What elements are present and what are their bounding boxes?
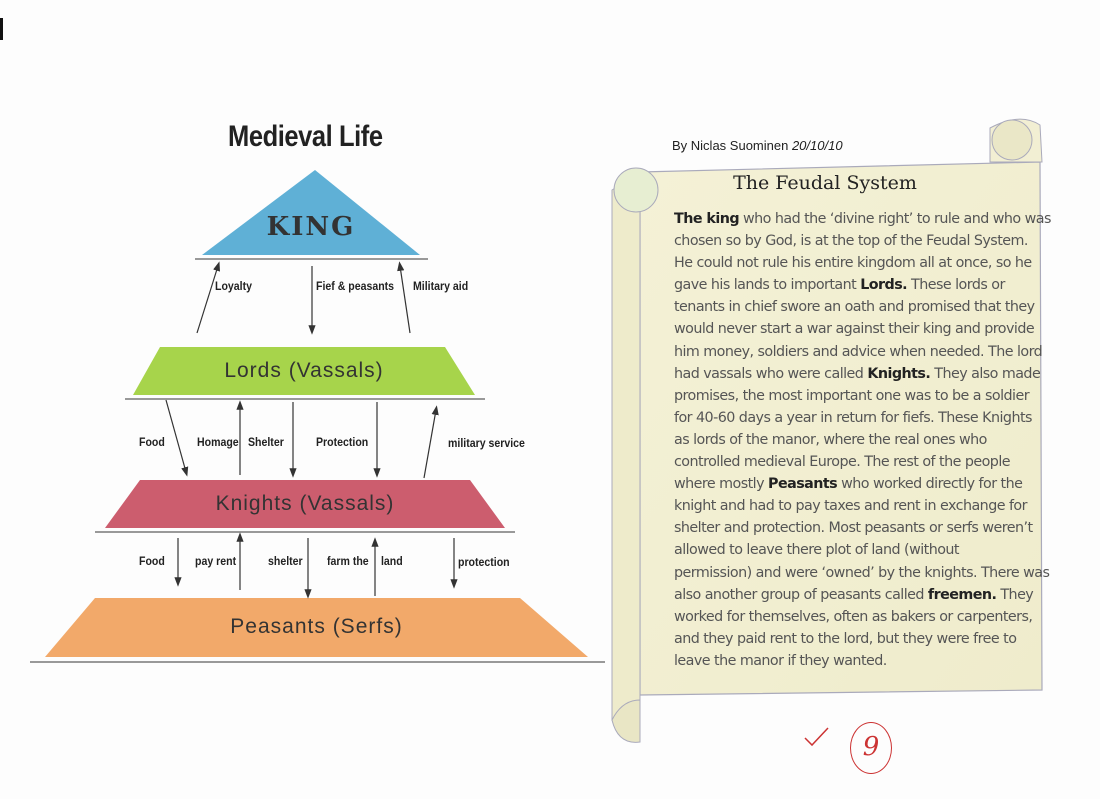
text-segment: controlled medieval Europe. The rest of … xyxy=(674,454,1011,471)
label-pay-rent: pay rent xyxy=(195,554,237,568)
author-byline: By Niclas Suominen 20/10/10 xyxy=(672,138,843,153)
label-shelter: shelter xyxy=(268,554,303,568)
label-fief-peasants: Fief & peasants xyxy=(316,279,395,293)
text-line: also another group of peasants called fr… xyxy=(674,584,1034,606)
label-shelter: Shelter xyxy=(248,435,284,449)
bold-term: Lords. xyxy=(860,277,908,294)
label-food: Food xyxy=(139,435,165,449)
author-date: 20/10/10 xyxy=(791,138,843,153)
text-segment: permission) and were ‘owned’ by the knig… xyxy=(674,564,1050,581)
text-segment: would never start a war against their ki… xyxy=(674,321,1035,338)
label-homage: Homage xyxy=(197,435,239,449)
text-segment: knight and had to pay taxes and rent in … xyxy=(674,498,1028,515)
text-segment: shelter and protection. Most peasants or… xyxy=(674,520,1033,537)
arrow-military-service xyxy=(423,405,439,479)
scroll-body-text: The king who had the ‘divine right’ to r… xyxy=(674,208,1051,672)
level-knights: Knights (Vassals) xyxy=(215,492,395,515)
text-segment: allowed to leave there plot of land (wit… xyxy=(674,542,960,559)
bold-term: Knights. xyxy=(867,365,931,382)
peasants-trapezoid xyxy=(45,598,588,657)
text-segment: leave the manor if they wanted. xyxy=(674,652,887,669)
text-segment: They xyxy=(996,586,1034,603)
scan-mark xyxy=(0,18,3,40)
level-lords: Lords (Vassals) xyxy=(224,359,384,382)
text-line: allowed to leave there plot of land (wit… xyxy=(674,539,1014,561)
label-loyalty: Loyalty xyxy=(215,279,252,293)
text-segment: These lords or xyxy=(907,277,1005,294)
text-line: knight and had to pay taxes and rent in … xyxy=(674,495,1028,517)
author-name: By Niclas Suominen xyxy=(672,138,789,153)
label-protection: Protection xyxy=(316,435,369,449)
arrow-military-aid xyxy=(397,261,411,334)
text-segment: tenants in chief swore an oath and promi… xyxy=(674,299,1035,316)
text-line: him money, soldiers and advice when need… xyxy=(674,341,1043,363)
text-line: worked for themselves, often as bakers o… xyxy=(674,606,1033,628)
text-line: chosen so by God, is at the top of the F… xyxy=(674,230,1028,252)
scroll-title: The Feudal System xyxy=(733,172,917,194)
text-segment: and they paid rent to the lord, but they… xyxy=(674,630,1017,647)
text-segment: as lords of the manor, where the real on… xyxy=(674,431,987,448)
text-line: leave the manor if they wanted. xyxy=(674,650,1014,672)
text-line: tenants in chief swore an oath and promi… xyxy=(674,296,1035,318)
label-military-aid: Military aid xyxy=(413,279,469,293)
text-line: and they paid rent to the lord, but they… xyxy=(674,628,1017,650)
check-mark xyxy=(804,727,829,747)
text-segment: worked for themselves, often as bakers o… xyxy=(674,608,1033,625)
text-line: would never start a war against their ki… xyxy=(674,318,1035,340)
parchment-scroll xyxy=(611,118,1043,743)
label-food: Food xyxy=(139,554,165,568)
bold-term: freemen. xyxy=(927,586,997,603)
label-land: land xyxy=(381,554,403,568)
text-segment: gave his lands to important xyxy=(674,277,861,294)
text-segment: He could not rule his entire kingdom all… xyxy=(674,255,1032,272)
text-segment: who worked directly for the xyxy=(837,476,1023,493)
label-military-service: military service xyxy=(448,436,525,450)
text-segment: had vassals who were called xyxy=(674,365,868,382)
arrow-food xyxy=(165,399,189,477)
text-segment: also another group of peasants called xyxy=(674,586,928,603)
text-line: The king who had the ‘divine right’ to r… xyxy=(674,208,1051,230)
text-line: gave his lands to important Lords. These… xyxy=(674,274,1014,296)
label-farm-the: farm the xyxy=(327,554,369,568)
arrow-loyalty xyxy=(196,261,220,334)
text-segment: who had the ‘divine right’ to rule and w… xyxy=(739,211,1051,227)
text-line: promises, the most important one was to … xyxy=(674,385,1030,407)
grade-circle: 9 xyxy=(850,722,892,774)
text-segment: They also made xyxy=(930,365,1041,382)
lords-trapezoid xyxy=(133,347,475,395)
diagram-title: Medieval Life xyxy=(228,120,383,153)
text-line: permission) and were ‘owned’ by the knig… xyxy=(674,562,1050,584)
level-peasants: Peasants (Serfs) xyxy=(230,615,403,638)
text-line: as lords of the manor, where the real on… xyxy=(674,429,1014,451)
bold-term: The king xyxy=(674,211,740,227)
label-protection: protection xyxy=(458,555,510,569)
bold-term: Peasants xyxy=(768,476,838,493)
text-segment: where mostly xyxy=(674,476,769,493)
text-line: had vassals who were called Knights. The… xyxy=(674,363,1041,385)
text-segment: chosen so by God, is at the top of the F… xyxy=(674,233,1028,250)
text-segment: him money, soldiers and advice when need… xyxy=(674,343,1043,360)
text-line: controlled medieval Europe. The rest of … xyxy=(674,451,1014,473)
text-line: He could not rule his entire kingdom all… xyxy=(674,252,1032,274)
level-king: KING xyxy=(266,212,356,242)
text-segment: promises, the most important one was to … xyxy=(674,387,1030,404)
text-segment: for 40-60 days a year in return for fief… xyxy=(674,409,1032,426)
king-triangle xyxy=(202,170,420,255)
text-line: shelter and protection. Most peasants or… xyxy=(674,517,1033,539)
text-line: for 40-60 days a year in return for fief… xyxy=(674,407,1032,429)
text-line: where mostly Peasants who worked directl… xyxy=(674,473,1023,495)
knights-trapezoid xyxy=(105,480,505,528)
